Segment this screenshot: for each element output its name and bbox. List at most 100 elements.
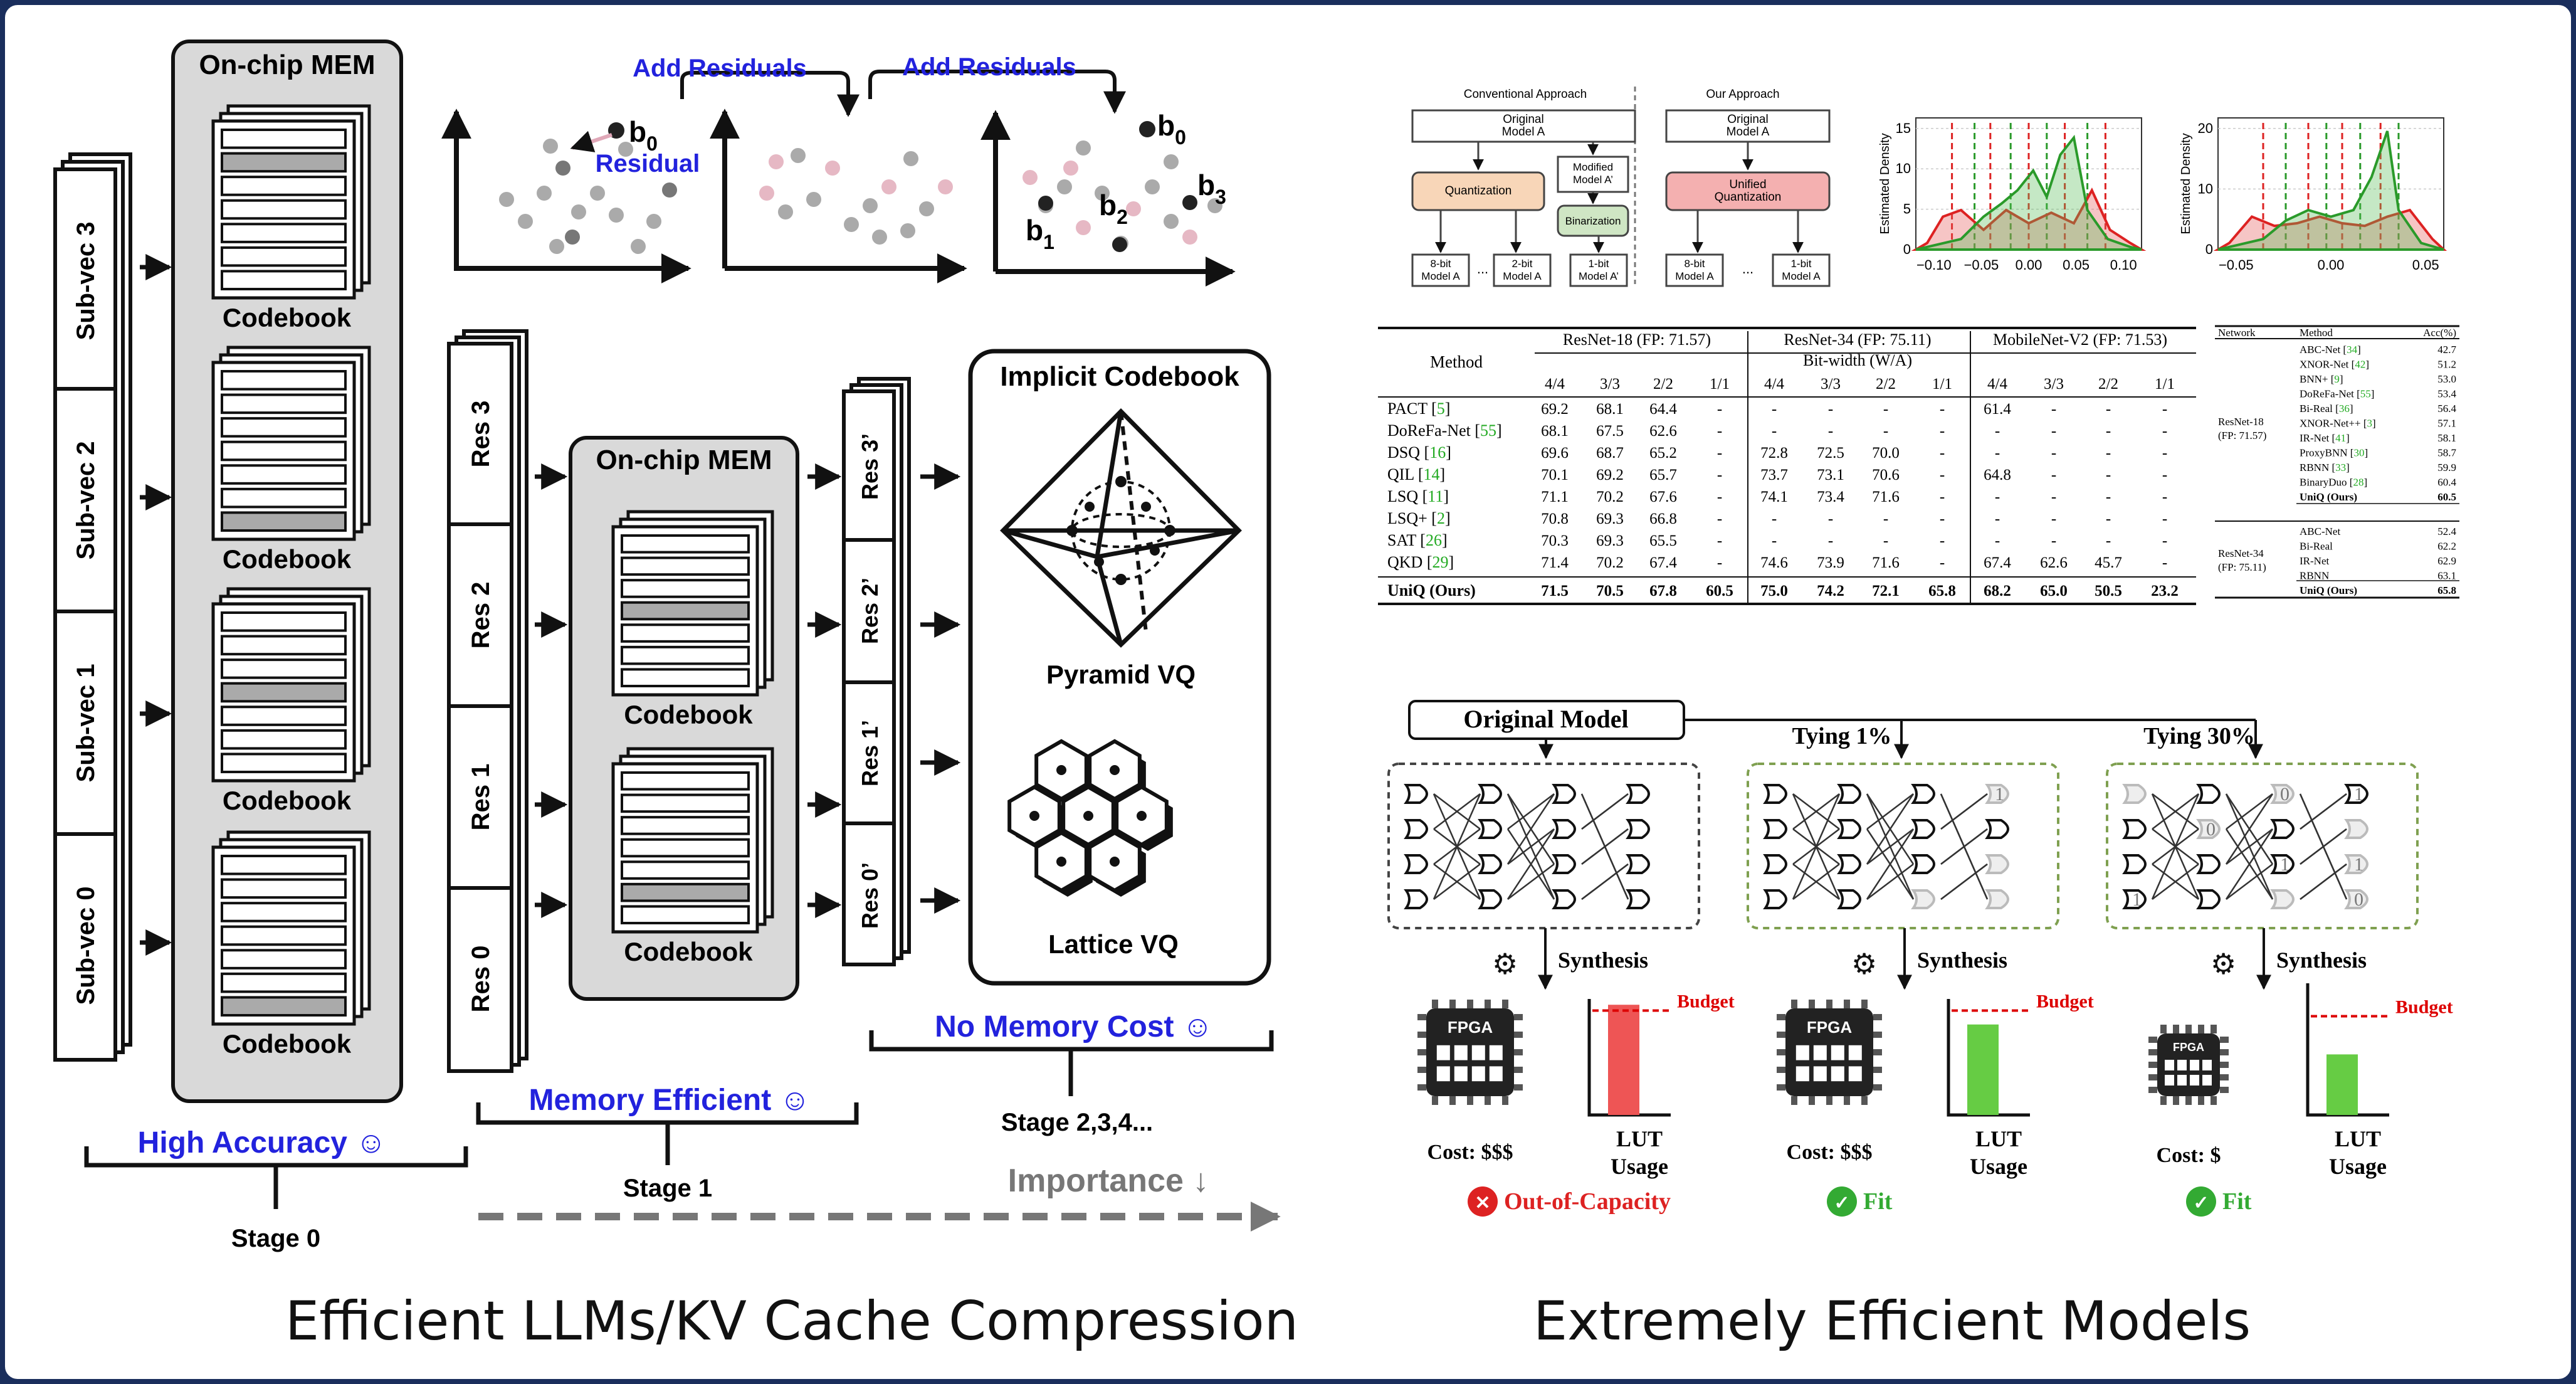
codebook-label: Codebook [223, 544, 352, 574]
fpga-chip-icon: FPGA [2148, 1025, 2229, 1105]
table-cell: - [2106, 532, 2111, 549]
small-table-method: ProxyBNN [30] [2300, 447, 2368, 459]
small-table-acc: 42.7 [2437, 344, 2456, 356]
res-1-label: Res 1 [467, 764, 495, 831]
y-tick: 0 [1903, 241, 1911, 257]
table-cell: 67.6 [1649, 489, 1677, 505]
table-cell: - [1772, 401, 1777, 418]
table-cell: 67.5 [1596, 423, 1624, 440]
lut-tying-section: Original Model Tying 1% Tying 30% Synthe… [1387, 700, 2453, 1217]
logic-gate [1911, 889, 1935, 909]
codebook: Codebook [211, 830, 371, 1059]
res-2-prime-label: Res 2’ [857, 578, 883, 644]
scatter-point [900, 223, 915, 238]
left-caption: Efficient LLMs/KV Cache Compression [285, 1290, 1298, 1353]
small-table-method: UniQ (Ours) [2300, 491, 2357, 503]
fpga-chip-icon: FPGA [1417, 1000, 1523, 1105]
logic-gate [2122, 819, 2147, 839]
table-cell: 64.4 [1649, 401, 1677, 418]
logic-gate [1626, 819, 1650, 839]
logic-gate [1552, 889, 1576, 909]
flow-binarization: Binarization [1565, 215, 1621, 227]
svg-text:b3: b3 [1197, 169, 1226, 208]
density-series-green [1915, 134, 2142, 251]
table-cell: - [1995, 423, 2000, 440]
wire [2152, 793, 2199, 830]
no-memory-cost-label: No Memory Cost ☺ [935, 1010, 1213, 1043]
scatter-point [618, 142, 633, 157]
x-circle-icon [1468, 1186, 1498, 1217]
table-cell: - [2162, 445, 2167, 462]
cost-label: Cost: $ [2157, 1144, 2221, 1167]
logic-gate [1837, 889, 1861, 909]
wire [1581, 864, 1629, 900]
wire [1507, 793, 1555, 830]
table-cell: - [1828, 423, 1833, 440]
small-table-acc: 57.1 [2437, 418, 2456, 430]
subvec-2-label: Sub-vec 2 [72, 441, 100, 560]
wire [1940, 864, 1988, 900]
scatter-points [499, 121, 1222, 254]
table-method-cell: QIL [14] [1387, 465, 1445, 483]
table-ours-cell: 75.0 [1760, 583, 1788, 600]
table-col-header: 2/2 [2098, 376, 2118, 393]
table-cell: 70.2 [1596, 554, 1624, 571]
table-cell: - [1940, 532, 1945, 549]
res-2-label: Res 2 [467, 582, 495, 649]
y-tick: 20 [2198, 120, 2213, 136]
flow-ellipsis-ours: ... [1742, 261, 1753, 277]
logic-gate [1404, 889, 1428, 909]
stage234-label: Stage 2,3,4... [1001, 1109, 1153, 1136]
status-label: Out-of-Capacity [1504, 1188, 1671, 1215]
table-cell: 72.5 [1817, 445, 1844, 462]
tied-value: 0 [2354, 889, 2363, 910]
table-col-header: 3/3 [1600, 376, 1620, 393]
memory-efficient-label: Memory Efficient ☺ [528, 1084, 810, 1117]
density-series-green [2217, 130, 2444, 251]
table-cell: - [2106, 510, 2111, 527]
prime-arrows [920, 463, 961, 914]
table-col-header: 2/2 [1653, 376, 1673, 393]
table-cell: 67.4 [1649, 554, 1677, 571]
scatter-point [903, 151, 918, 166]
logic-gate [1763, 854, 1787, 874]
scatter-point [590, 186, 605, 201]
small-table-method: DoReFa-Net [55] [2300, 388, 2374, 400]
lattice-point [1110, 765, 1120, 775]
table-cell: - [1883, 423, 1888, 440]
logic-gate [1626, 784, 1650, 804]
table-cell: - [2051, 489, 2056, 505]
tied-value: 0 [2206, 819, 2216, 840]
table-cell: 71.6 [1872, 554, 1900, 571]
synthesis-label: Synthesis [1917, 948, 2007, 973]
tied-value: 0 [2280, 784, 2289, 805]
logic-gate [2122, 854, 2147, 874]
tying1-label: Tying 1% [1792, 723, 1892, 749]
wire [2225, 793, 2274, 865]
table-cell: - [2162, 467, 2167, 483]
wire [1792, 793, 1840, 830]
logic-gate [1552, 819, 1576, 839]
residual-scatter-plots [441, 70, 1236, 287]
small-table-acc: 56.4 [2437, 403, 2456, 415]
small-table-acc: 53.0 [2437, 373, 2456, 385]
scatter-point [769, 154, 784, 169]
small-table-acc: 60.5 [2437, 491, 2456, 503]
lattice-vq-label: Lattice VQ [1048, 929, 1179, 959]
table-cell: - [2051, 445, 2056, 462]
stage-braces [84, 1030, 1274, 1209]
small-table-acc: 58.1 [2437, 432, 2456, 444]
logic-gate [1552, 854, 1576, 874]
lut-axes [2306, 983, 2389, 1117]
x-tick: 0.10 [2110, 257, 2137, 273]
codebook: Codebook [611, 510, 774, 729]
tied-value: 1 [2280, 854, 2289, 875]
table-ours-cell: 23.2 [2151, 583, 2179, 600]
flow-quantization: Quantization [1445, 184, 1512, 198]
